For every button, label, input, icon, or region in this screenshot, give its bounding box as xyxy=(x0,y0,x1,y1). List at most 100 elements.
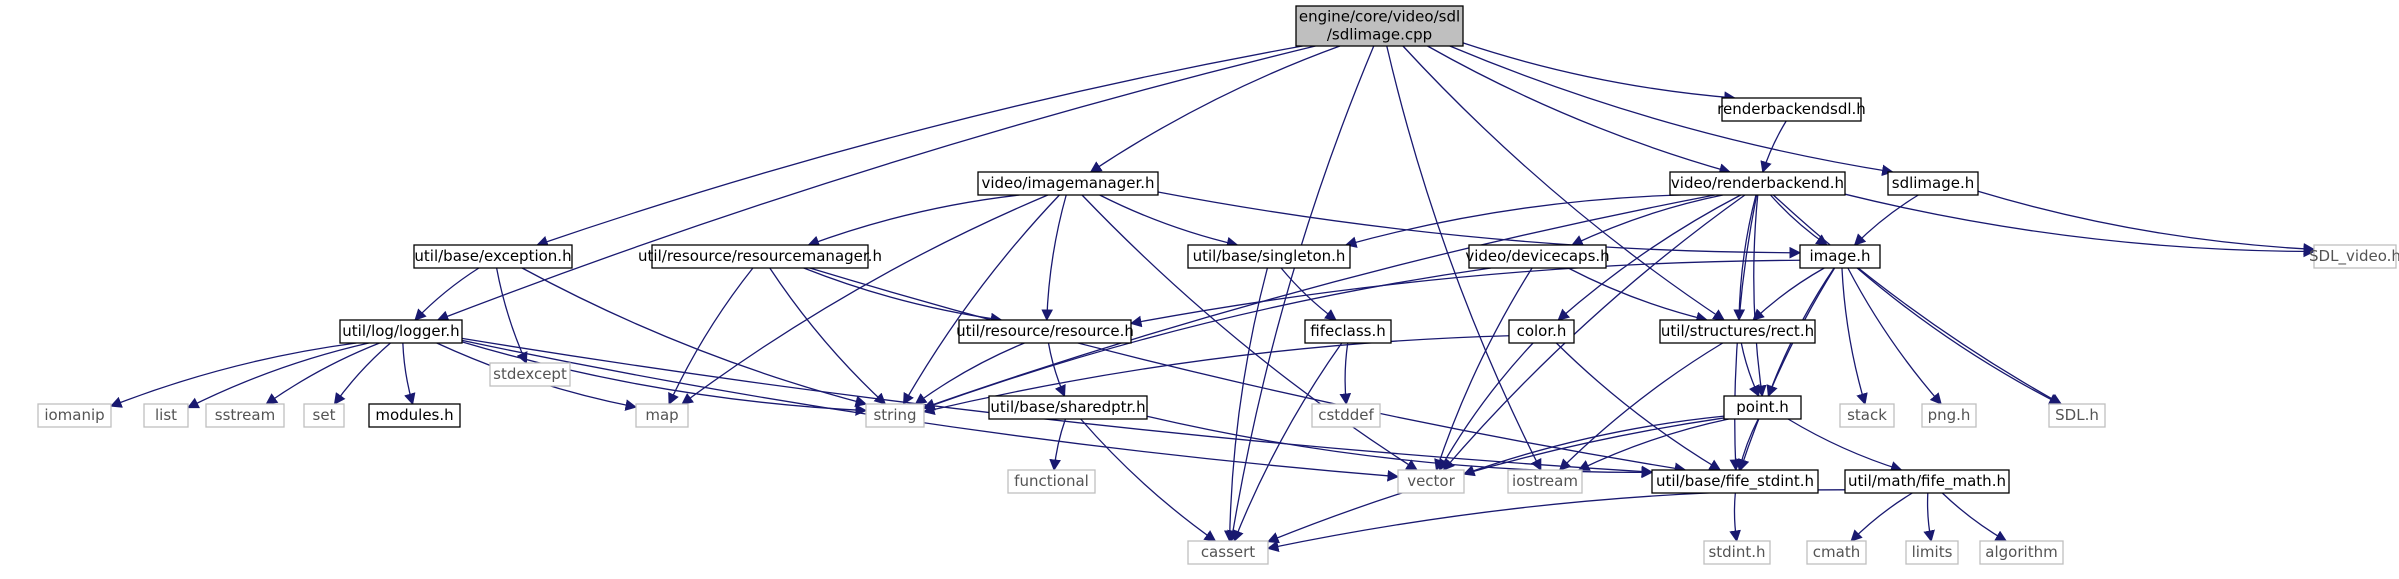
node-label: iostream xyxy=(1512,472,1578,490)
edge-imagemanager-to-map xyxy=(681,194,1049,405)
edge-renderbackend-to-point xyxy=(1753,194,1767,398)
node-fife_math[interactable]: util/math/fife_math.h xyxy=(1844,469,2010,494)
edge-devicecaps-to-rect xyxy=(1567,267,1708,324)
edge-fife_math-to-limits xyxy=(1923,492,1935,543)
node-cstddef: cstddef xyxy=(1311,403,1381,428)
node-label: /sdlimage.cpp xyxy=(1327,26,1432,44)
edge-renderbackend-to-color xyxy=(1557,194,1742,321)
node-label: map xyxy=(645,406,678,424)
node-label: util/resource/resource.h xyxy=(956,322,1134,340)
node-devicecaps[interactable]: video/devicecaps.h xyxy=(1465,244,1610,269)
node-box xyxy=(368,403,461,428)
edge-root-to-renderbackend xyxy=(1427,45,1732,175)
node-resourcemanager[interactable]: util/resource/resourcemanager.h xyxy=(638,244,882,269)
edge-root-to-renderbackendsdl xyxy=(1462,42,1736,103)
node-box xyxy=(651,244,869,269)
nodes-layer: engine/core/video/sdl/sdlimage.cpp render… xyxy=(37,5,2399,565)
edge-root-to-rect xyxy=(1402,45,1725,321)
edge-logger-to-set xyxy=(333,342,391,405)
edge-fifeclass-to-cstddef xyxy=(1339,342,1352,406)
node-label: cstddef xyxy=(1318,406,1374,424)
node-label: engine/core/video/sdl xyxy=(1299,8,1460,26)
node-label: algorithm xyxy=(1985,543,2057,561)
edge-logger-to-list xyxy=(186,342,369,409)
edge-imagemanager-to-resource xyxy=(1041,194,1067,322)
node-exception[interactable]: util/base/exception.h xyxy=(413,244,573,269)
node-point[interactable]: point.h xyxy=(1723,395,1802,420)
node-label: util/resource/resourcemanager.h xyxy=(638,247,882,265)
edge-imagemanager-to-image_h xyxy=(1157,191,1802,259)
node-singleton[interactable]: util/base/singleton.h xyxy=(1187,244,1351,269)
edge-fife_math-to-cmath xyxy=(1850,492,1913,542)
edge-imagemanager-to-singleton xyxy=(1099,194,1239,249)
edge-devicecaps-to-vector xyxy=(1434,267,1533,472)
node-box xyxy=(1007,469,1096,494)
node-root[interactable]: engine/core/video/sdl/sdlimage.cpp xyxy=(1295,5,1464,47)
edge-resource-to-sharedptr xyxy=(1047,342,1066,398)
edge-renderbackend-to-string xyxy=(922,194,1715,410)
edge-sdlimage_h-to-image_h xyxy=(1853,194,1919,246)
edge-point-to-cassert xyxy=(1266,417,1725,544)
edge-renderbackend-to-singleton xyxy=(1344,194,1681,248)
node-resource[interactable]: util/resource/resource.h xyxy=(956,319,1134,344)
edge-image_h-to-rect xyxy=(1752,267,1825,321)
node-box xyxy=(988,395,1148,420)
node-box xyxy=(1507,469,1583,494)
node-logger[interactable]: util/log/logger.h xyxy=(339,319,463,344)
node-label: util/base/fife_stdint.h xyxy=(1656,472,1814,491)
node-box xyxy=(2313,244,2397,269)
edge-renderbackend-to-sdl_video xyxy=(1844,193,2316,258)
node-box xyxy=(1295,5,1464,47)
node-label: util/math/fife_math.h xyxy=(1848,472,2006,491)
edge-exception-to-logger xyxy=(414,267,480,321)
node-imagemanager[interactable]: video/imagemanager.h xyxy=(977,171,1159,196)
node-label: image.h xyxy=(1810,247,1871,265)
edge-color-to-vector xyxy=(1438,342,1534,472)
node-sdlimage_h[interactable]: sdlimage.h xyxy=(1887,171,1979,196)
node-label: util/log/logger.h xyxy=(342,322,459,340)
node-label: list xyxy=(155,406,177,424)
node-box xyxy=(1887,171,1979,196)
edge-fife_math-to-algorithm xyxy=(1941,492,2008,542)
edge-fifeclass-to-cassert xyxy=(1232,342,1343,543)
node-label: fifeclass.h xyxy=(1310,322,1385,340)
node-box xyxy=(1651,469,1819,494)
edge-logger-to-vector xyxy=(461,339,1400,482)
node-box xyxy=(1723,395,1802,420)
node-cmath: cmath xyxy=(1806,540,1867,565)
edge-logger-to-fife_stdint xyxy=(461,337,1654,478)
edge-resourcemanager-to-map xyxy=(668,267,754,406)
edge-sdlimage_h-to-sdl_video xyxy=(1977,190,2316,255)
node-color[interactable]: color.h xyxy=(1508,319,1575,344)
edge-resourcemanager-to-resource xyxy=(803,267,1003,325)
node-label: limits xyxy=(1912,543,1953,561)
node-renderbackendsdl[interactable]: renderbackendsdl.h xyxy=(1717,97,1866,122)
node-renderbackend[interactable]: video/renderbackend.h xyxy=(1669,171,1846,196)
edge-fife_math-to-cassert xyxy=(1266,489,1846,553)
node-label: cmath xyxy=(1813,543,1860,561)
node-fife_stdint[interactable]: util/base/fife_stdint.h xyxy=(1651,469,1819,494)
node-box xyxy=(339,319,463,344)
node-fifeclass[interactable]: fifeclass.h xyxy=(1304,319,1392,344)
node-stdint: stdint.h xyxy=(1703,540,1771,565)
node-box xyxy=(205,403,285,428)
node-box xyxy=(635,403,689,428)
edge-image_h-to-sdl_h xyxy=(1856,267,2061,405)
node-box xyxy=(958,319,1132,344)
node-label: video/devicecaps.h xyxy=(1465,247,1609,265)
edge-logger-to-iomanip xyxy=(109,342,357,408)
node-box xyxy=(1669,171,1846,196)
node-box xyxy=(303,403,345,428)
node-rect[interactable]: util/structures/rect.h xyxy=(1659,319,1816,344)
node-box xyxy=(1659,319,1816,344)
node-image_h[interactable]: image.h xyxy=(1799,244,1881,269)
node-algorithm: algorithm xyxy=(1979,540,2064,565)
edge-fife_stdint-to-stdint xyxy=(1729,492,1741,543)
node-stdexcept: stdexcept xyxy=(489,362,571,387)
edge-image_h-to-stack xyxy=(1841,267,1868,406)
node-label: string xyxy=(873,406,916,424)
edge-image_h-to-fife_stdint xyxy=(1738,267,1836,472)
node-sharedptr[interactable]: util/base/sharedptr.h xyxy=(988,395,1148,420)
node-modules[interactable]: modules.h xyxy=(368,403,461,428)
